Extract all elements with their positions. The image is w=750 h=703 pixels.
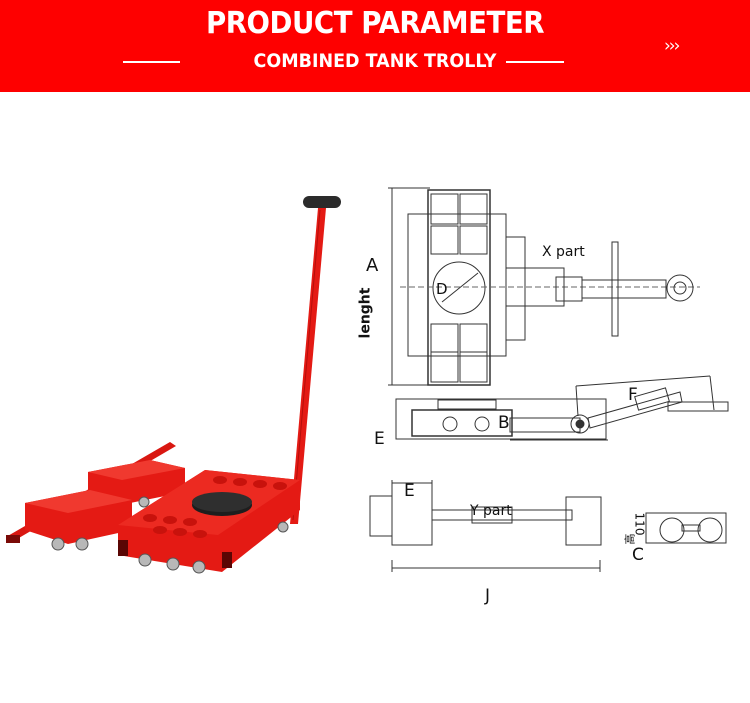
dimension-label-d: D bbox=[436, 280, 448, 298]
height-value-label: 110 bbox=[632, 512, 647, 536]
decorative-rule-right bbox=[506, 61, 564, 63]
dimension-label-e-side: E bbox=[374, 429, 385, 449]
dimension-label-c: C bbox=[632, 545, 644, 565]
y-part-label: Y part bbox=[470, 503, 512, 519]
dimension-label-j: J bbox=[485, 586, 491, 606]
x-part-label: X part bbox=[542, 244, 585, 260]
dimension-label-a: A bbox=[366, 255, 379, 276]
tank-trolley-illustration bbox=[6, 196, 341, 574]
dimension-drawing bbox=[369, 187, 729, 572]
decorative-rule-left bbox=[123, 61, 180, 63]
dimension-label-length: lenght bbox=[357, 287, 374, 339]
page-subtitle: COMBINED TANK TROLLY bbox=[253, 50, 497, 72]
page-title: PRODUCT PARAMETER bbox=[205, 6, 545, 41]
dimension-label-f: F bbox=[628, 385, 638, 405]
dimension-label-b: B bbox=[498, 413, 510, 433]
technical-drawing: A lenght D X part E B F E Y part J 高 110… bbox=[357, 180, 750, 610]
product-photo bbox=[0, 180, 360, 600]
dimension-label-e-y: E bbox=[404, 481, 415, 501]
handle-grip-icon bbox=[303, 196, 341, 208]
chevron-right-icon: ››› bbox=[664, 36, 680, 56]
header-banner: PRODUCT PARAMETER COMBINED TANK TROLLY ›… bbox=[0, 0, 750, 92]
